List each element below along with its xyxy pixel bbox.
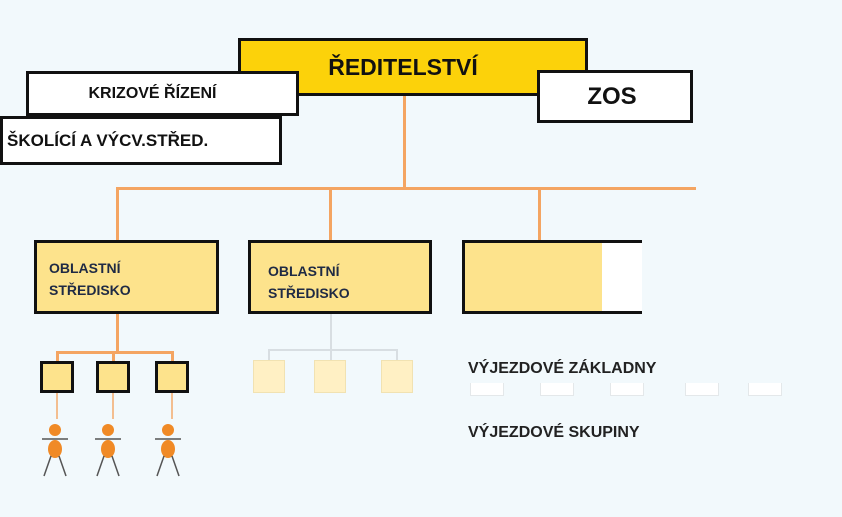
base1-group-link [56, 393, 58, 419]
dispatch-bases-label: VÝJEZDOVÉ ZÁKLADNY [468, 360, 657, 377]
faded-base-5 [540, 383, 574, 396]
region2-drop-b [330, 349, 332, 361]
region1-drop-b [112, 351, 115, 363]
dispatch-base-3 [155, 361, 189, 393]
region2-drop-c [396, 349, 398, 361]
main-horizontal-connector [116, 187, 696, 190]
dispatch-groups-label: VÝJEZDOVÉ SKUPINY [468, 424, 640, 441]
crew-person-icon [95, 424, 121, 477]
zos-box: ZOS [537, 70, 693, 123]
region1-base-bar [56, 351, 174, 354]
hq-vertical-connector [403, 96, 406, 189]
region2-drop-a [268, 349, 270, 361]
faded-base-7 [685, 383, 719, 396]
region2-base-bar [268, 349, 398, 351]
base2-group-link [112, 393, 114, 419]
region2-stem [330, 314, 332, 350]
base3-group-link [171, 393, 173, 419]
dispatch-base-2 [96, 361, 130, 393]
regional-center-2-line1: OBLASTNÍ [268, 263, 340, 279]
faded-base-2 [314, 360, 346, 393]
drop-connector-1 [116, 187, 119, 242]
regional-center-1: OBLASTNÍ STŘEDISKO [34, 240, 219, 314]
faded-base-8 [748, 383, 782, 396]
training-center-box: ŠKOLÍCÍ A VÝCV.STŘED. [0, 116, 282, 165]
crisis-management-box: KRIZOVÉ ŘÍZENÍ [26, 71, 299, 116]
training-center-label: ŠKOLÍCÍ A VÝCV.STŘED. [7, 130, 209, 150]
regional-center-1-line2: STŘEDISKO [49, 282, 131, 298]
region1-stem [116, 314, 119, 354]
faded-base-1 [253, 360, 285, 393]
faded-base-3 [381, 360, 413, 393]
headquarters-label: ŘEDITELSTVÍ [328, 53, 478, 80]
drop-connector-3 [538, 187, 541, 242]
regional-center-2-line2: STŘEDISKO [268, 285, 350, 301]
crew-person-icon [155, 424, 181, 477]
region1-drop-c [171, 351, 174, 363]
regional-center-3 [462, 240, 642, 314]
zos-label: ZOS [587, 82, 637, 110]
dispatch-base-1 [40, 361, 74, 393]
faded-base-6 [610, 383, 644, 396]
crew-person-icon [42, 424, 68, 477]
faded-base-4 [470, 383, 504, 396]
crisis-management-label: KRIZOVÉ ŘÍZENÍ [88, 84, 217, 102]
regional-center-2: OBLASTNÍ STŘEDISKO [248, 240, 432, 314]
region1-drop-a [56, 351, 59, 363]
drop-connector-2 [329, 187, 332, 242]
regional-center-1-line1: OBLASTNÍ [49, 260, 121, 276]
